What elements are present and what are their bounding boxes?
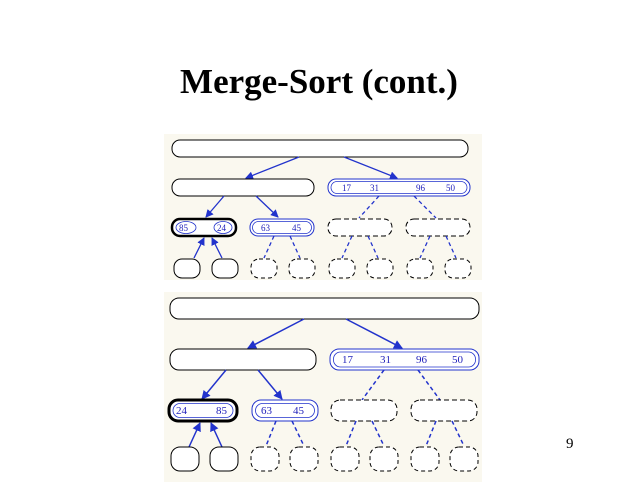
d2-dashed-leaf-node <box>411 447 439 471</box>
d2-left-leaf-value-1: 24 <box>176 405 188 417</box>
diagram-1-canvas: 17 31 96 50 85 24 63 45 <box>164 134 482 280</box>
d2-leaf-node <box>210 447 238 471</box>
arrow-left-to-lr <box>256 196 278 217</box>
d2-dashed-leaf-node <box>331 447 359 471</box>
d2-dashed-leaf-node <box>290 447 318 471</box>
arrow-right-to-rl <box>359 196 379 218</box>
d2-right-leaf-value-1: 63 <box>261 405 273 417</box>
d1-dashed-leaf-node <box>407 259 433 278</box>
d1-dashed-leaf-node <box>289 259 315 278</box>
d2-dashed-leaf-node <box>450 447 478 471</box>
d2-left-leaf-value-2: 85 <box>216 405 228 417</box>
d2-right-child-value-2: 31 <box>380 354 391 366</box>
left-child-node <box>170 349 316 370</box>
root-node <box>172 140 468 157</box>
d1-right-child-value-2: 31 <box>370 183 379 193</box>
arrow-left-to-ll <box>206 196 224 217</box>
d2-right-child-value-1: 17 <box>342 354 354 366</box>
d1-right-child-value-1: 17 <box>342 183 352 193</box>
d2-dashed-leaf-node <box>370 447 398 471</box>
d2-right-leaf-value-2: 45 <box>293 405 305 417</box>
d1-dashed-arrow <box>446 236 456 258</box>
d2-dashed-arrow <box>266 421 276 446</box>
d1-dashed-node-rr <box>406 219 470 236</box>
diagram-2-canvas: 17 31 96 50 24 85 63 45 <box>164 292 482 478</box>
d1-dashed-arrow <box>368 236 378 258</box>
d2-dashed-leaf-node <box>251 447 279 471</box>
d1-dashed-arrow <box>264 236 274 258</box>
arrow-root-right <box>344 157 397 178</box>
d2-dashed-arrow <box>372 421 384 446</box>
d1-right-leaf-value-2: 45 <box>292 223 302 233</box>
d1-dashed-leaf-node <box>367 259 393 278</box>
d2-dashed-arrow <box>426 421 436 446</box>
d1-dashed-node-rl <box>328 219 392 236</box>
d1-right-child-value-3: 96 <box>416 183 426 193</box>
arrow-right-to-rr <box>418 370 440 400</box>
left-child-node <box>172 179 314 196</box>
arrow-leaf-24-up <box>212 238 222 258</box>
d1-leaf-node <box>174 259 200 278</box>
d2-leaf-node <box>171 447 199 471</box>
arrow-left-to-lr <box>258 370 282 399</box>
d1-left-leaf-value-2: 24 <box>217 223 227 233</box>
arrow-right-to-rr <box>414 196 436 218</box>
d1-left-leaf-value-1: 85 <box>179 223 189 233</box>
d2-dashed-node-rr <box>411 400 477 421</box>
d1-dashed-arrow <box>290 236 300 258</box>
arrow-leaf-up <box>189 423 200 447</box>
merge-sort-step-diagram-1: 17 31 96 50 85 24 63 45 <box>164 134 482 280</box>
d2-right-child-value-4: 50 <box>452 354 464 366</box>
arrow-root-left <box>248 319 304 348</box>
d1-dashed-arrow <box>420 236 430 258</box>
arrow-root-right <box>346 319 402 348</box>
d1-dashed-leaf-node <box>329 259 355 278</box>
d2-dashed-arrow <box>452 421 464 446</box>
slide-title: Merge-Sort (cont.) <box>0 62 638 102</box>
d1-right-leaf-value-1: 63 <box>261 223 271 233</box>
d2-dashed-arrow <box>292 421 304 446</box>
d2-right-child-value-3: 96 <box>416 354 428 366</box>
d2-dashed-node-rl <box>331 400 397 421</box>
root-node <box>170 298 479 319</box>
d1-dashed-leaf-node <box>251 259 277 278</box>
page-number: 9 <box>566 436 574 453</box>
arrow-root-left <box>246 157 299 178</box>
d1-right-child-value-4: 50 <box>446 183 456 193</box>
d1-dashed-arrow <box>342 236 352 258</box>
d2-dashed-arrow <box>346 421 356 446</box>
d1-dashed-leaf-node <box>445 259 471 278</box>
d1-leaf-node <box>212 259 238 278</box>
arrow-leaf-up <box>211 423 222 447</box>
arrow-leaf-85-up <box>194 238 204 258</box>
arrow-right-to-rl <box>362 370 384 400</box>
merge-sort-step-diagram-2: 17 31 96 50 24 85 63 45 <box>164 292 482 482</box>
arrow-left-to-ll <box>202 370 226 399</box>
